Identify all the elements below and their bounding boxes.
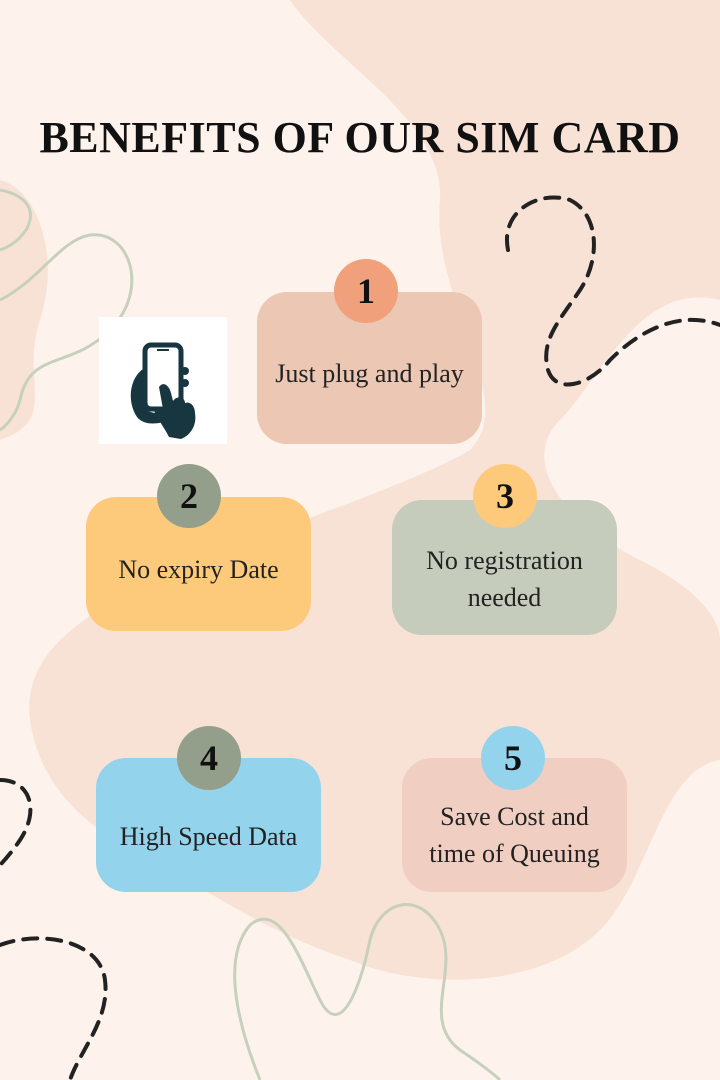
page-title: BENEFITS OF OUR SIM CARD: [39, 113, 681, 162]
benefit-text: High Speed Data: [119, 821, 298, 851]
hand-holding-phone-icon: [130, 342, 196, 439]
benefit-text: No expiry Date: [118, 554, 279, 584]
benefit-text: No registration needed: [426, 545, 583, 612]
benefit-number-badge: 1: [334, 259, 398, 323]
benefit-number-badge: 4: [177, 726, 241, 790]
benefit-number-badge: 3: [473, 464, 537, 528]
benefit-number-badge: 5: [481, 726, 545, 790]
benefit-card-3: No registration needed: [392, 500, 617, 635]
benefit-text: Just plug and play: [275, 358, 464, 388]
benefit-card-1: Just plug and play: [257, 292, 482, 444]
phone-illustration: [99, 317, 227, 444]
benefit-text: Save Cost and time of Queuing: [429, 802, 600, 868]
benefit-number-badge: 2: [157, 464, 221, 528]
